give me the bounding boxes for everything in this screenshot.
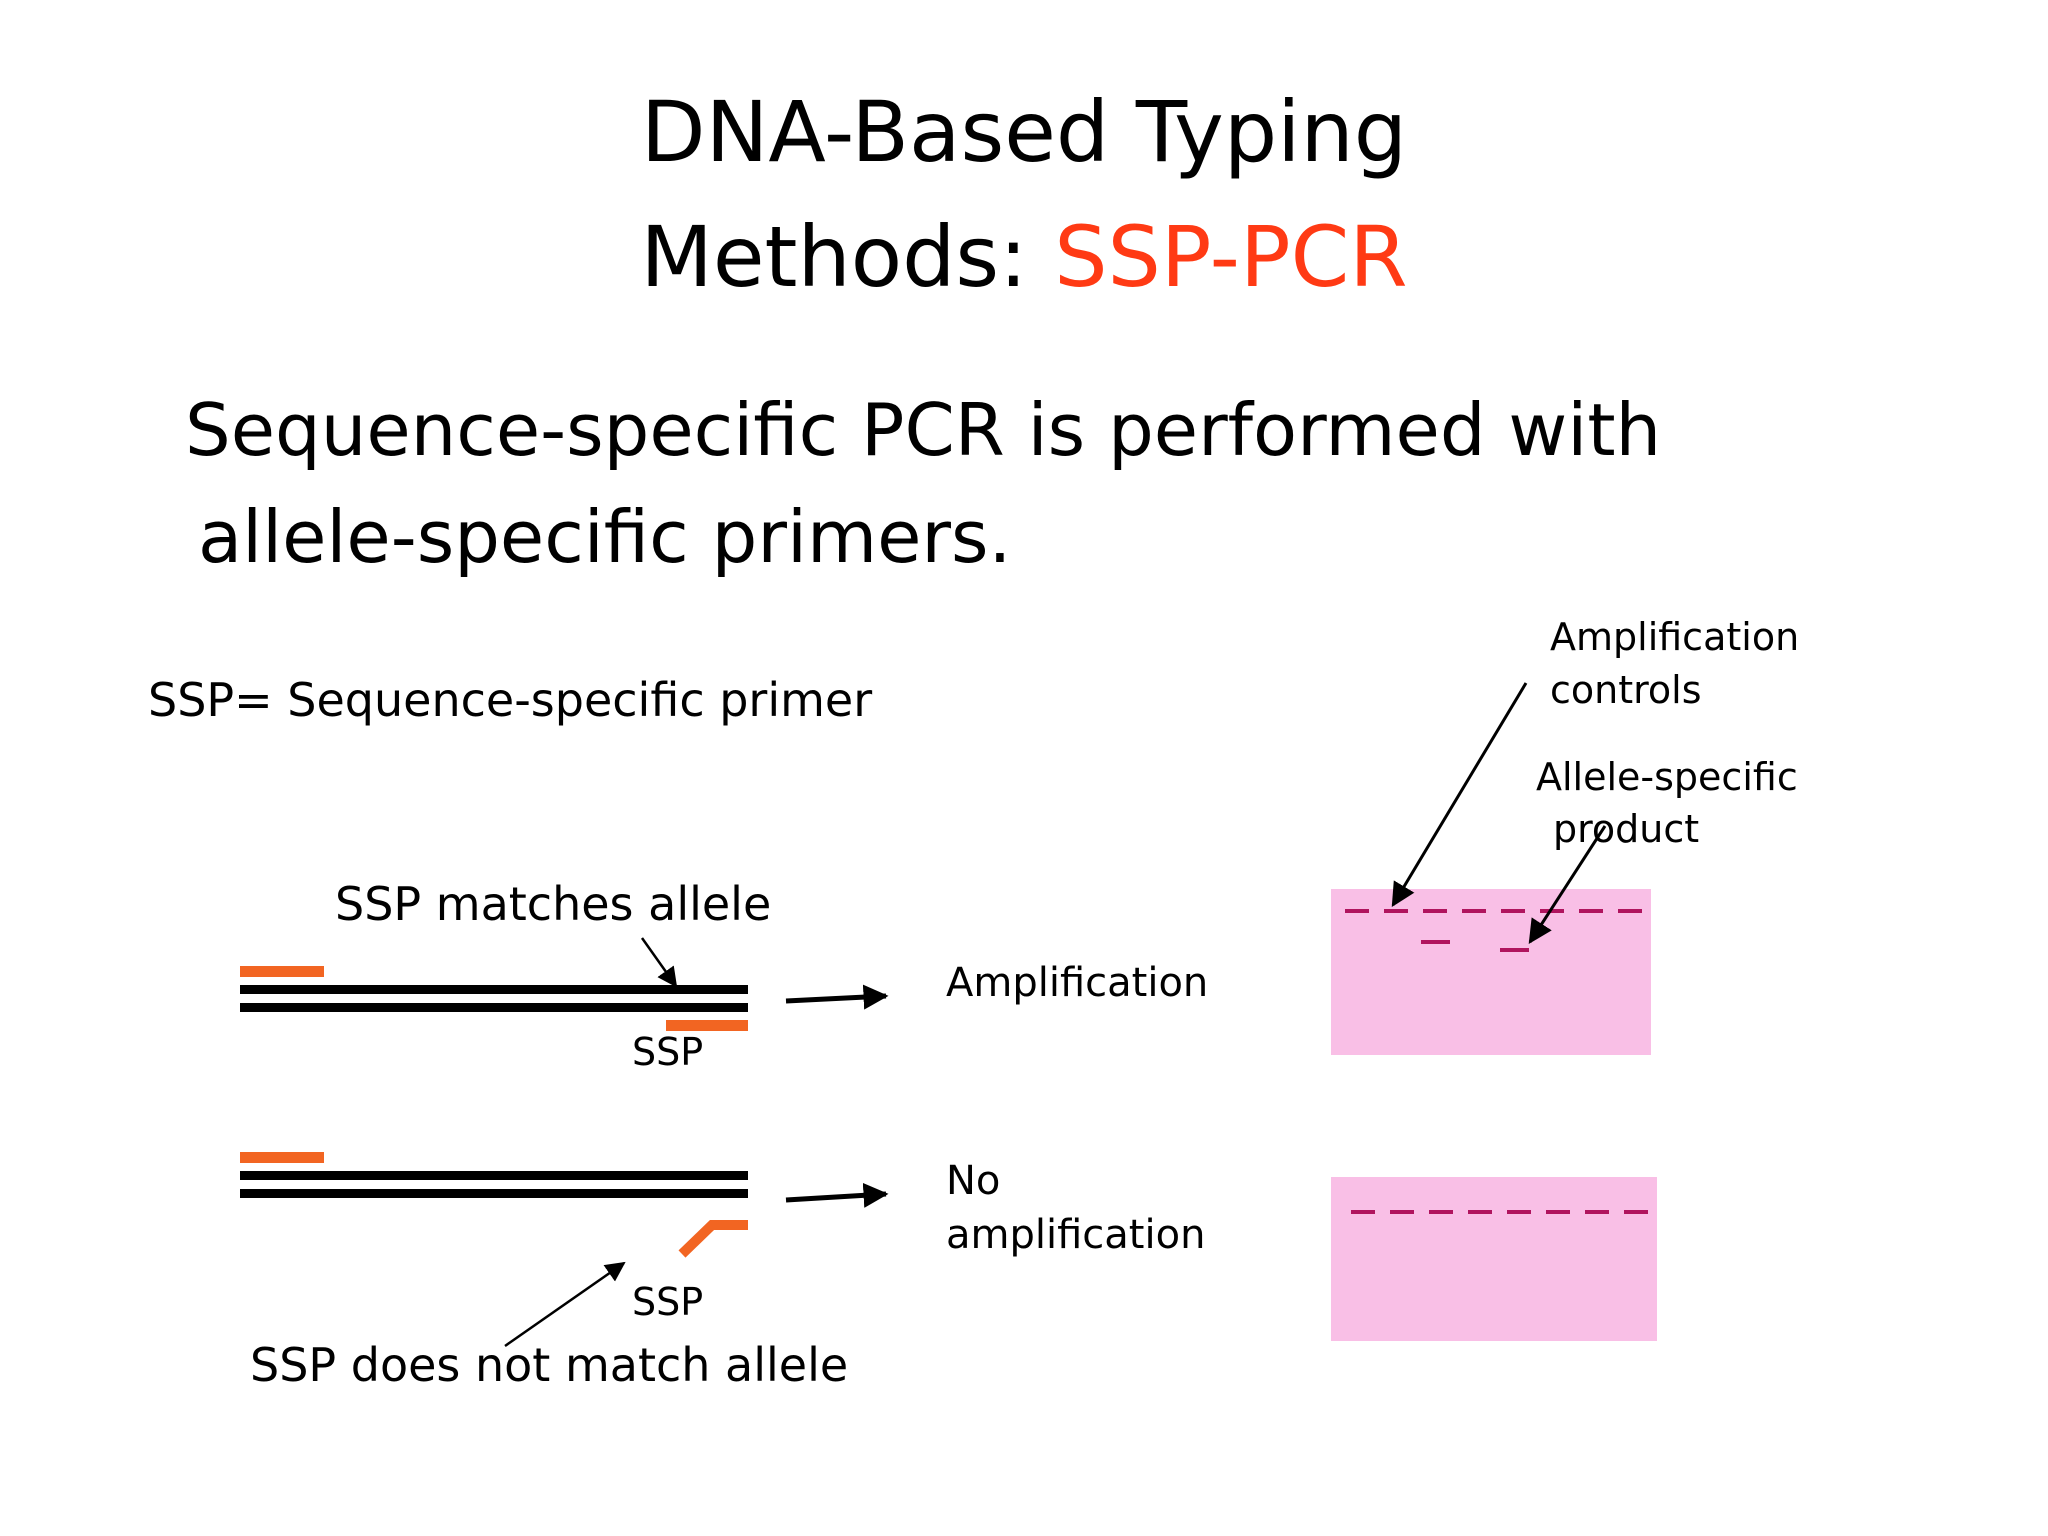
top-ssp-primer bbox=[666, 1020, 748, 1031]
controls-label-line-1: Amplification bbox=[1550, 615, 1800, 659]
title-prefix: Methods: bbox=[640, 208, 1055, 306]
product-band-2 bbox=[1500, 948, 1529, 952]
no-amplification-arrow bbox=[785, 1182, 889, 1208]
top-dna-strand-lower bbox=[240, 1003, 748, 1012]
gel-with-product bbox=[1331, 682, 1651, 1055]
mismatch-pointer-arrow bbox=[504, 1261, 626, 1348]
product-label-line-2: product bbox=[1553, 807, 1700, 851]
bottom-dna-strand-lower bbox=[240, 1189, 748, 1198]
bottom-ssp-primer-mismatch bbox=[678, 1220, 748, 1258]
lead-line-1: Sequence-specific PCR is performed with bbox=[185, 388, 1662, 472]
match-pointer-arrow bbox=[640, 937, 678, 988]
ssp-definition: SSP= Sequence-specific primer bbox=[148, 673, 873, 727]
bottom-primer-label: SSP bbox=[632, 1280, 704, 1324]
no-amplification-line-1: No bbox=[946, 1158, 1001, 1204]
mismatch-case-graphic bbox=[240, 1152, 889, 1348]
title-line-1: DNA-Based Typing bbox=[640, 83, 1408, 181]
matching-case-graphic bbox=[240, 937, 889, 1031]
controls-label-line-2: controls bbox=[1550, 668, 1702, 712]
top-primer-label: SSP bbox=[632, 1030, 704, 1074]
gel-panel-bottom bbox=[1331, 1177, 1657, 1341]
match-caption: SSP matches allele bbox=[335, 877, 772, 931]
gel-without-product bbox=[1331, 1177, 1657, 1341]
controls-pointer-arrow bbox=[1391, 682, 1528, 908]
bottom-forward-primer bbox=[240, 1152, 324, 1163]
amplification-result: Amplification bbox=[946, 960, 1209, 1006]
lead-line-2: allele-specific primers. bbox=[198, 495, 1012, 579]
top-dna-strand-upper bbox=[240, 985, 748, 994]
product-label-line-1: Allele-specific bbox=[1536, 755, 1798, 799]
bottom-dna-strand-upper bbox=[240, 1171, 748, 1180]
no-amplification-line-2: amplification bbox=[946, 1212, 1206, 1258]
product-pointer-arrow bbox=[1528, 825, 1607, 945]
gel-panel-top bbox=[1331, 889, 1651, 1055]
slide-title: DNA-Based Typing Methods: SSP-PCR bbox=[0, 70, 2048, 320]
title-line-2: Methods: SSP-PCR bbox=[0, 195, 2048, 320]
amplification-arrow bbox=[785, 984, 889, 1010]
title-accent: SSP-PCR bbox=[1054, 208, 1408, 306]
product-band-1 bbox=[1421, 940, 1450, 944]
mismatch-caption: SSP does not match allele bbox=[250, 1338, 849, 1392]
top-forward-primer bbox=[240, 966, 324, 977]
